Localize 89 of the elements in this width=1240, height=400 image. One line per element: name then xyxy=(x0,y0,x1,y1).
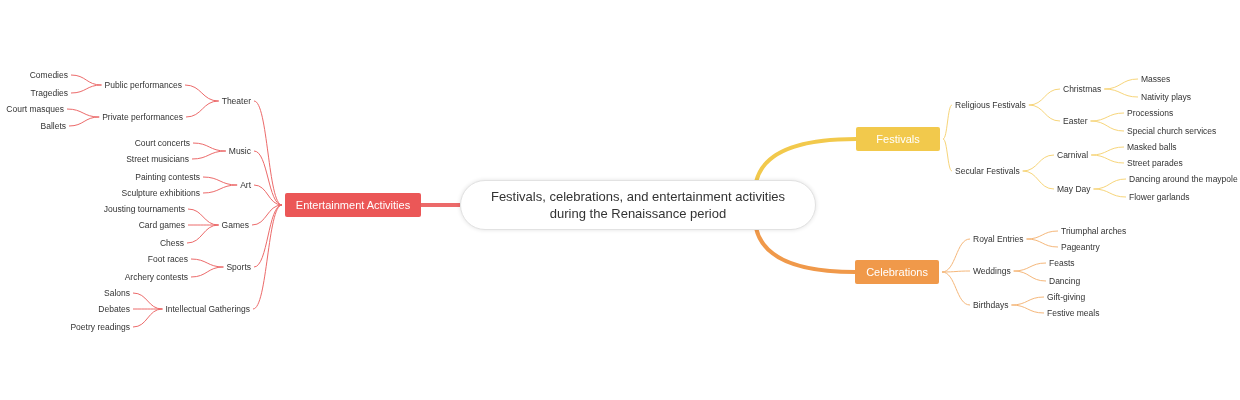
branch-line xyxy=(66,108,100,118)
branch-line xyxy=(1022,170,1055,190)
topic-label: Birthdays xyxy=(973,298,1009,312)
central-topic: Festivals, celebrations, and entertainment activities during the Renaissance period xyxy=(460,180,816,230)
topic-label: Salons xyxy=(104,286,130,300)
branch-line xyxy=(190,266,224,278)
topic-label: Archery contests xyxy=(124,270,188,284)
topic-label: Masses xyxy=(1141,72,1171,86)
topic-label: Flower garlands xyxy=(1129,190,1190,204)
topic-label: Private performances xyxy=(102,110,183,124)
topic-label: Theater xyxy=(221,94,251,108)
topic-label: Painting contests xyxy=(135,170,200,184)
branch-line xyxy=(1103,88,1139,98)
branch-line xyxy=(70,84,102,94)
topic-label: Chess xyxy=(159,236,184,250)
branch-box: Celebrations xyxy=(855,260,939,284)
branch-line xyxy=(1026,238,1059,248)
branch-line xyxy=(185,100,220,118)
topic-label: Masked balls xyxy=(1127,140,1177,154)
topic-label: Pageantry xyxy=(1061,240,1100,254)
topic-label: Art xyxy=(240,178,251,192)
topic-label: Religious Festivals xyxy=(955,98,1026,112)
branch-box: Entertainment Activities xyxy=(285,193,421,217)
topic-label: Easter xyxy=(1063,114,1088,128)
topic-label: Triumphal arches xyxy=(1061,224,1127,238)
branch-line xyxy=(1010,304,1045,314)
topic-label: Weddings xyxy=(973,264,1011,278)
branch-line xyxy=(421,203,460,207)
branch-line xyxy=(1093,178,1127,190)
branch-line xyxy=(942,104,953,140)
topic-label: Poetry readings xyxy=(70,320,130,334)
branch-line xyxy=(70,74,102,86)
branch-line xyxy=(941,271,971,306)
topic-label: Intellectual Gatherings xyxy=(165,302,250,316)
branch-line xyxy=(253,184,283,206)
topic-label: Tragedies xyxy=(30,86,68,100)
topic-label: Dancing around the maypole xyxy=(1129,172,1238,186)
topic-label: Comedies xyxy=(29,68,68,82)
branch-line xyxy=(1028,104,1061,122)
branch-line xyxy=(190,258,224,268)
branch-line xyxy=(1026,230,1059,240)
branch-line xyxy=(1022,154,1055,172)
branch-line xyxy=(202,184,238,194)
topic-label: Music xyxy=(228,144,251,158)
branch-line xyxy=(186,224,220,244)
topic-label: Jousting tournaments xyxy=(103,202,185,216)
branch-line xyxy=(1013,270,1047,282)
topic-label: Royal Entries xyxy=(973,232,1024,246)
branch-line xyxy=(941,270,971,273)
topic-label: Games xyxy=(221,218,249,232)
branch-line xyxy=(252,204,283,310)
branch-line xyxy=(1013,262,1047,272)
branch-box: Festivals xyxy=(856,127,940,151)
branch-line xyxy=(1090,112,1125,122)
topic-label: Street parades xyxy=(1127,156,1183,170)
topic-label: Sculpture exhibitions xyxy=(121,186,200,200)
topic-label: Christmas xyxy=(1063,82,1102,96)
topic-label: Card games xyxy=(138,218,185,232)
topic-label: Sports xyxy=(226,260,251,274)
branch-line xyxy=(68,116,100,127)
topic-label: Processions xyxy=(1127,106,1174,120)
branch-line xyxy=(132,308,163,328)
branch-line xyxy=(1090,120,1125,132)
topic-label: Court masques xyxy=(6,102,64,116)
branch-line xyxy=(1090,154,1125,164)
topic-label: Special church services xyxy=(1127,124,1217,138)
topic-label: Carnival xyxy=(1057,148,1089,162)
branch-line xyxy=(1093,188,1127,198)
topic-label: Debates xyxy=(98,302,130,316)
branch-line xyxy=(184,84,220,102)
topic-label: Nativity plays xyxy=(1141,90,1192,104)
branch-line xyxy=(1028,88,1061,106)
topic-label: May Day xyxy=(1057,182,1091,196)
topic-label: Ballets xyxy=(40,119,66,133)
topic-label: Gift-giving xyxy=(1047,290,1086,304)
branch-line xyxy=(132,308,163,310)
topic-label: Dancing xyxy=(1049,274,1081,288)
topic-label: Public performances xyxy=(104,78,182,92)
branch-line xyxy=(251,204,283,226)
branch-line xyxy=(187,224,220,226)
topic-label: Festive meals xyxy=(1047,306,1100,320)
topic-label: Foot races xyxy=(147,252,188,266)
topic-label: Street musicians xyxy=(126,152,189,166)
topic-label: Feasts xyxy=(1049,256,1075,270)
branch-line xyxy=(191,150,227,160)
branch-line xyxy=(942,138,953,172)
branch-line xyxy=(253,100,283,206)
topic-label: Court concerts xyxy=(134,136,190,150)
topic-label: Secular Festivals xyxy=(955,164,1020,178)
